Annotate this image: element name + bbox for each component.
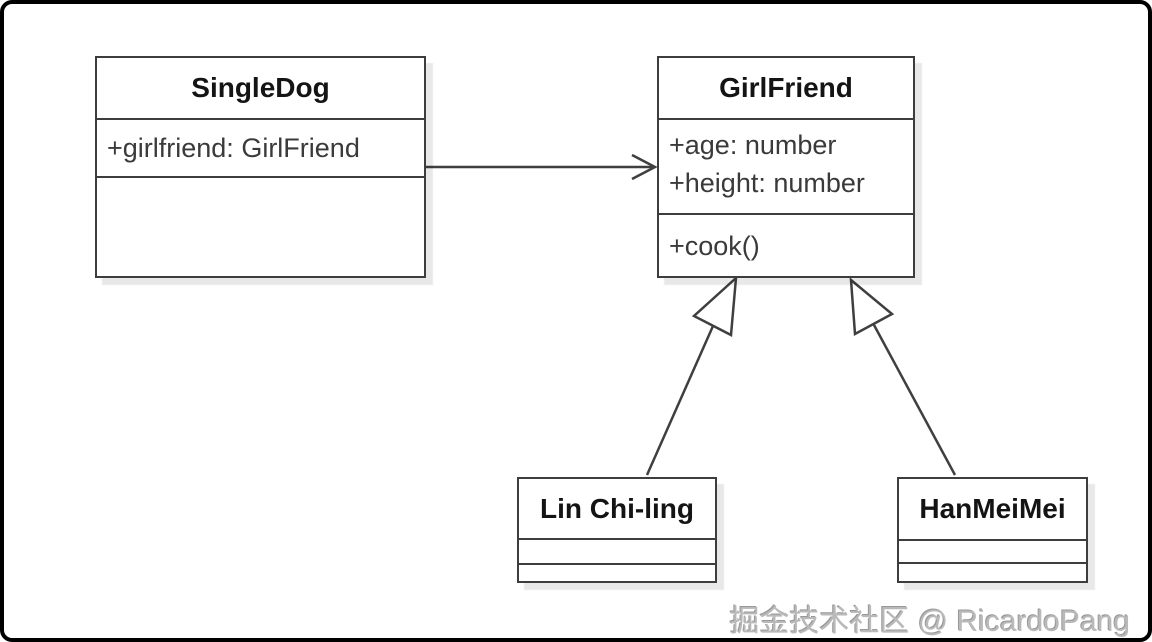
attribute-age: +age: number — [669, 130, 837, 160]
association-arrow-singledog-girlfriend — [426, 153, 658, 181]
class-methods-singledog-empty — [97, 178, 424, 276]
watermark-text: 掘金技术社区 @ RicardoPang — [729, 605, 1130, 638]
generalization-arrow-hanmeimei-girlfriend — [849, 277, 957, 476]
class-methods-girlfriend: +cook() — [659, 215, 913, 276]
class-box-singledog: SingleDog +girlfriend: GirlFriend — [95, 56, 426, 278]
class-attributes-singledog: +girlfriend: GirlFriend — [97, 120, 424, 178]
class-attributes-linchiling-empty — [519, 540, 715, 565]
class-box-linchiling: Lin Chi-ling — [517, 477, 717, 583]
class-box-hanmeimei: HanMeiMei — [897, 477, 1088, 583]
generalization-arrow-linchiling-girlfriend — [645, 274, 738, 476]
class-methods-hanmeimei-empty — [899, 564, 1086, 581]
class-title-singledog: SingleDog — [97, 58, 424, 120]
class-attributes-girlfriend: +age: number +height: number — [659, 120, 913, 215]
method-cook: +cook() — [669, 230, 760, 261]
class-title-linchiling: Lin Chi-ling — [519, 479, 715, 540]
class-title-girlfriend: GirlFriend — [659, 58, 913, 120]
class-methods-linchiling-empty — [519, 565, 715, 581]
class-attributes-hanmeimei-empty — [899, 541, 1086, 564]
class-title-hanmeimei: HanMeiMei — [899, 479, 1086, 541]
class-box-girlfriend: GirlFriend +age: number +height: number … — [657, 56, 915, 278]
attribute-height: +height: number — [669, 168, 865, 198]
attribute-girlfriend: +girlfriend: GirlFriend — [107, 133, 360, 163]
